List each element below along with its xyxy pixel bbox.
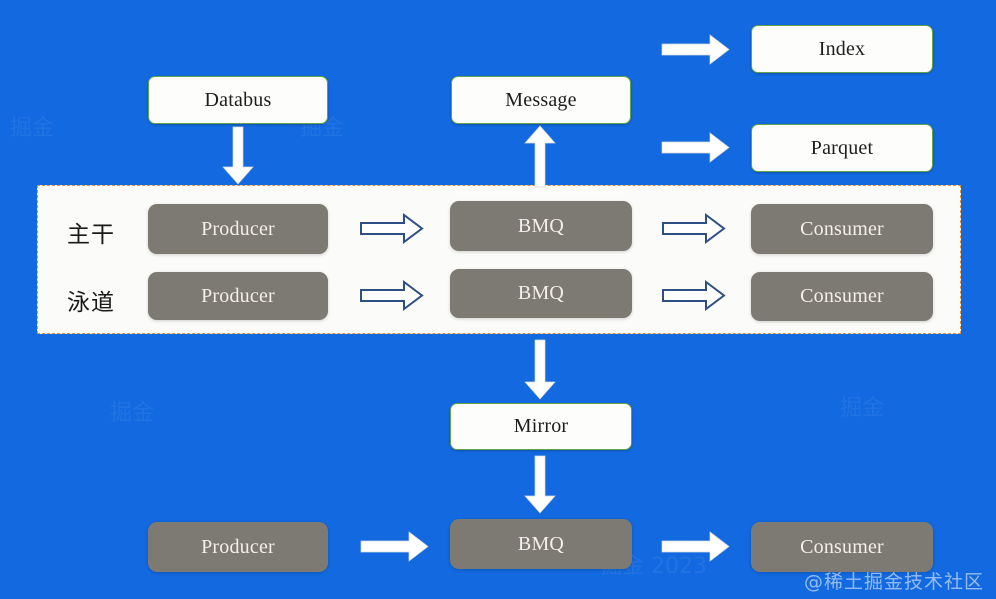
node-parquet-label: Parquet bbox=[810, 136, 874, 159]
node-index-label: Index bbox=[818, 37, 866, 60]
node-consumer-swimlane-label: Consumer bbox=[800, 285, 884, 307]
watermark: @稀土掘金技术社区 bbox=[803, 571, 984, 593]
node-message-label: Message bbox=[505, 88, 577, 111]
node-index[interactable]: Index bbox=[751, 25, 933, 73]
node-consumer-swimlane[interactable]: Consumer bbox=[751, 272, 933, 321]
arrow-bmq-to-mirror-icon bbox=[524, 339, 556, 400]
node-consumer-mirror-label: Consumer bbox=[800, 535, 884, 558]
arrow-bmq-to-consumer-bottom-icon bbox=[661, 531, 730, 562]
node-mirror-label: Mirror bbox=[513, 415, 569, 437]
lane-label-swimlane: 泳道 bbox=[67, 290, 115, 316]
ghost-watermark: 掘金 bbox=[840, 396, 885, 421]
arrow-message-to-index-icon bbox=[661, 34, 730, 65]
arrow-message-to-parquet-icon bbox=[661, 132, 730, 163]
arrow-databus-to-producer-icon bbox=[222, 126, 254, 185]
arrow-producer-to-bmq-bottom-icon bbox=[360, 531, 429, 562]
node-producer-mirror[interactable]: Producer bbox=[148, 522, 328, 572]
arrow-bmq-to-message-icon bbox=[524, 125, 556, 188]
node-producer-swimlane[interactable]: Producer bbox=[148, 272, 328, 320]
arrow-bmq-to-consumer-swimlane-icon bbox=[662, 280, 726, 311]
node-message[interactable]: Message bbox=[451, 76, 631, 124]
node-bmq-trunk-label: BMQ bbox=[517, 214, 565, 237]
node-bmq-mirror[interactable]: BMQ bbox=[450, 519, 632, 569]
ghost-watermark: 掘金 bbox=[110, 401, 155, 426]
ghost-watermark: 掘金 bbox=[10, 116, 55, 141]
node-mirror[interactable]: Mirror bbox=[450, 403, 632, 450]
arrow-producer-to-bmq-trunk-icon bbox=[360, 213, 424, 244]
lane-label-trunk: 主干 bbox=[67, 222, 115, 248]
node-producer-trunk[interactable]: Producer bbox=[148, 204, 328, 254]
node-producer-swimlane-label: Producer bbox=[201, 284, 275, 307]
node-producer-mirror-label: Producer bbox=[201, 535, 275, 558]
node-bmq-swimlane[interactable]: BMQ bbox=[450, 269, 632, 318]
node-consumer-trunk-label: Consumer bbox=[800, 217, 884, 240]
node-bmq-swimlane-label: BMQ bbox=[517, 282, 565, 304]
arrow-mirror-to-bmq-icon bbox=[524, 455, 556, 514]
node-bmq-trunk[interactable]: BMQ bbox=[450, 201, 632, 251]
node-databus-label: Databus bbox=[204, 88, 272, 111]
node-producer-trunk-label: Producer bbox=[201, 217, 275, 240]
node-parquet[interactable]: Parquet bbox=[751, 124, 933, 172]
node-bmq-mirror-label: BMQ bbox=[517, 532, 565, 555]
node-consumer-mirror[interactable]: Consumer bbox=[751, 522, 933, 572]
arrow-producer-to-bmq-swimlane-icon bbox=[360, 280, 424, 311]
node-consumer-trunk[interactable]: Consumer bbox=[751, 204, 933, 254]
node-databus[interactable]: Databus bbox=[148, 76, 328, 124]
arrow-bmq-to-consumer-trunk-icon bbox=[662, 213, 726, 244]
